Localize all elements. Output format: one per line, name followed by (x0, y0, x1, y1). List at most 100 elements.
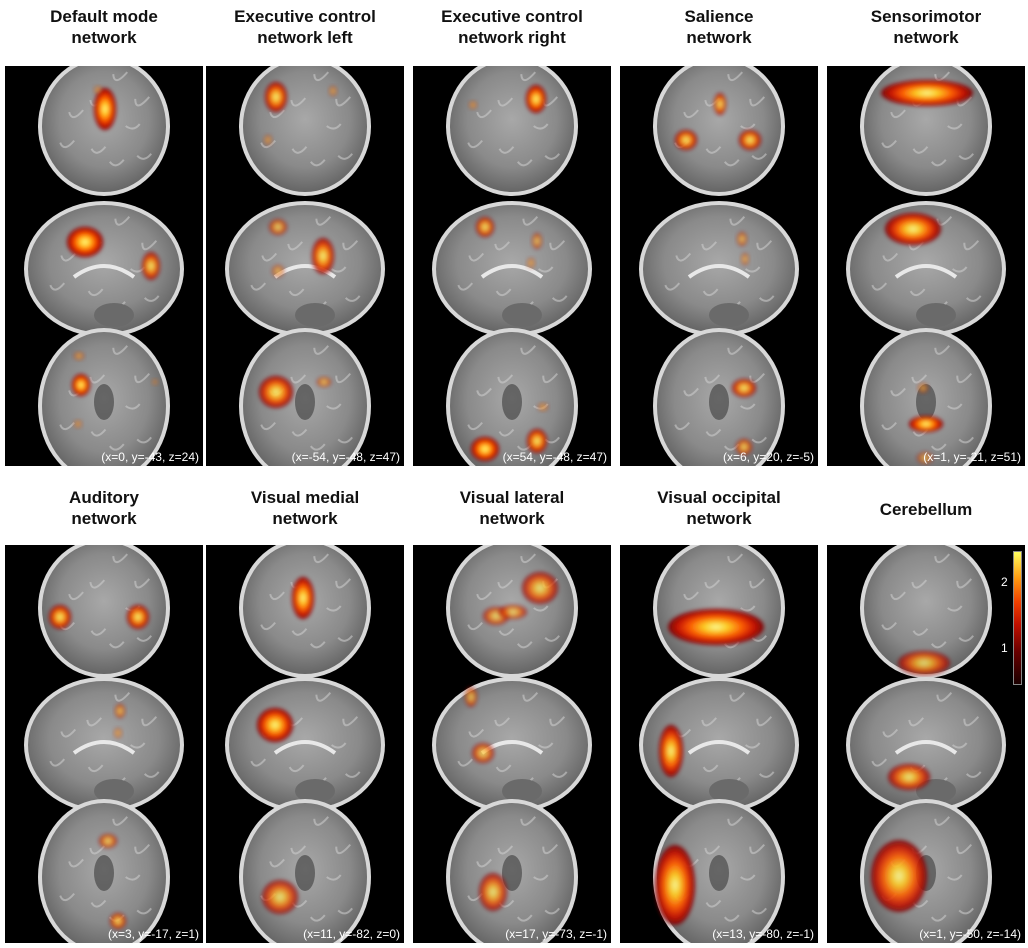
network-title-line2: network right (458, 28, 566, 47)
axial-slice (446, 799, 578, 943)
activation-blob (737, 232, 747, 246)
activation-blob (741, 253, 749, 265)
activation-blob (94, 88, 116, 130)
brain-slices-svg (846, 545, 1006, 943)
brain-slices-svg (225, 545, 385, 943)
activation-blob (888, 764, 930, 790)
activation-blob (272, 265, 284, 277)
axial-slice (860, 328, 992, 466)
network-title: Cerebellum (827, 499, 1025, 520)
activation-blob (312, 238, 334, 274)
sagittal-slice (225, 201, 385, 337)
axial-slice (239, 799, 371, 943)
sagittal-slice (639, 677, 799, 813)
axial-slice (446, 328, 578, 466)
brain-slices-svg (225, 66, 385, 466)
slice-coordinates: (x=3, y=-17, z=1) (107, 927, 199, 941)
brain-slices-svg (24, 545, 184, 943)
activation-blob (74, 420, 82, 428)
slice-coordinates: (x=-54, y=-48, z=47) (291, 450, 400, 464)
activation-blob (918, 383, 928, 393)
activation-blob (522, 572, 558, 604)
activation-blob (659, 725, 683, 777)
slice-coordinates: (x=54, y=-48, z=47) (502, 450, 607, 464)
axial-slice (653, 799, 785, 943)
activation-blob (917, 452, 933, 464)
brain-slices-svg (639, 66, 799, 466)
network-title-line1: Salience (684, 7, 754, 26)
activation-blob (871, 840, 927, 912)
colorbar-gradient (1013, 551, 1022, 685)
activation-blob (472, 743, 494, 763)
activation-blob (72, 374, 90, 396)
activation-blob (67, 227, 103, 257)
slice-coordinates: (x=11, y=-82, z=0) (303, 927, 400, 941)
network-title-line1: Visual lateral (459, 488, 565, 507)
sagittal-slice (225, 677, 385, 813)
activation-blob (142, 252, 160, 280)
activation-blob (110, 913, 126, 929)
activation-blob (465, 687, 477, 707)
activation-blob (469, 101, 477, 109)
slice-coordinates: (x=1, y=-50, z=-14) (919, 927, 1021, 941)
axial-slice (38, 328, 170, 466)
activation-blob (264, 135, 272, 145)
colorbar-label-mid: 1 (1001, 641, 1008, 655)
brain-slices-svg (432, 545, 592, 943)
activation-blob (265, 82, 287, 112)
coronal-slice (446, 66, 578, 196)
brain-slices-panel: (x=11, y=-82, z=0) (206, 545, 404, 943)
activation-blob (668, 609, 764, 645)
activation-blob (74, 352, 84, 360)
activation-blob (898, 651, 950, 675)
colorbar-label-max: 2 (1001, 575, 1008, 589)
activation-blob (736, 439, 752, 455)
activation-blob (476, 217, 494, 237)
brain-slices-svg (432, 66, 592, 466)
network-title-line2: network (893, 28, 959, 47)
brain-slices-svg (24, 66, 184, 466)
slice-coordinates: (x=17, y=-73, z=-1) (505, 927, 607, 941)
brain-slices-panel: (x=3, y=-17, z=1) (5, 545, 203, 943)
sagittal-slice (846, 201, 1006, 337)
axial-slice (38, 799, 170, 943)
activation-blob (471, 437, 499, 461)
activation-blob (262, 880, 298, 914)
activation-blob (527, 258, 535, 268)
slice-coordinates: (x=13, y=-80, z=-1) (712, 927, 814, 941)
slice-coordinates: (x=1, y=-21, z=51) (923, 450, 1021, 464)
network-title-line1: Default mode (50, 7, 158, 26)
activation-blob (732, 379, 756, 397)
sagittal-slice (432, 201, 592, 337)
network-title-line2: network (272, 509, 338, 528)
sagittal-slice (24, 677, 184, 813)
activation-blob (115, 704, 125, 718)
activation-blob (532, 233, 542, 249)
activation-blob (99, 834, 117, 848)
activation-blob (292, 577, 314, 619)
network-title-line1: Visual occipital (657, 488, 781, 507)
activation-blob (527, 429, 547, 453)
activation-blob (538, 403, 548, 411)
activation-blob (49, 605, 71, 629)
network-title-line1: Visual medial (250, 488, 360, 507)
network-title-line1: Auditory (69, 488, 139, 507)
coronal-slice (446, 545, 578, 678)
activation-blob (257, 708, 293, 742)
network-title-line2: network left (257, 28, 353, 47)
activation-blob (909, 416, 943, 432)
activation-blob (675, 130, 697, 150)
activation-blob (152, 379, 158, 385)
axial-slice (653, 328, 785, 466)
brain-slices-panel: (x=1, y=-50, z=-14) 2 1 (827, 545, 1025, 943)
activation-blob (329, 86, 337, 96)
coronal-slice (38, 545, 170, 678)
network-title: Visual occipital network (620, 487, 818, 529)
network-title-line2: network (686, 509, 752, 528)
axial-slice (860, 799, 992, 943)
brain-slices-panel: (x=17, y=-73, z=-1) (413, 545, 611, 943)
